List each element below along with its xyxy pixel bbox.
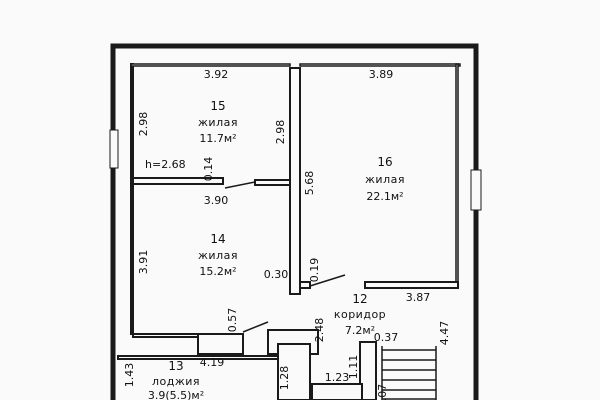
stairs (381, 346, 437, 400)
ceiling-height-label: h=2.68 (145, 158, 186, 171)
dimension-label: 1.23 (325, 371, 350, 384)
room-12-number: 12 (352, 292, 367, 306)
room-12-type: коридор (334, 308, 386, 321)
room-14-area: 15.2м² (199, 265, 236, 278)
room-15-number: 15 (210, 99, 225, 113)
dimension-label: 1.43 (123, 363, 136, 388)
outer-walls (110, 43, 479, 400)
dimension-label: 3.89 (369, 68, 394, 81)
room-13-area: 3.9(5.5)м² (148, 389, 204, 400)
door-swings (224, 181, 346, 333)
dimension-label: 0.07 (376, 384, 389, 400)
room-12-area: 7.2м² (345, 324, 375, 337)
dimension-label: 1.11 (347, 355, 360, 380)
dimension-label: 2.98 (137, 112, 150, 137)
dimension-label: 5.68 (303, 171, 316, 196)
windows (109, 129, 482, 211)
dimension-label: 2.48 (313, 318, 326, 343)
dimension-label: 0.19 (308, 258, 321, 283)
dimension-label: 3.90 (204, 194, 229, 207)
room-16-number: 16 (377, 155, 392, 169)
room-14-type: жилая (198, 249, 238, 262)
dimension-label: 3.91 (137, 250, 150, 275)
room-14-number: 14 (210, 232, 225, 246)
inner-walls (117, 63, 461, 400)
room-16-type: жилая (365, 173, 405, 186)
room-16-area: 22.1м² (366, 190, 403, 203)
dimension-label: 0.30 (264, 268, 289, 281)
room-15-type: жилая (198, 116, 238, 129)
dimension-label: 0.57 (226, 308, 239, 333)
room-13-number: 13 (168, 359, 183, 373)
dimension-label: 4.47 (438, 321, 451, 346)
dimension-label: 0.14 (202, 157, 215, 182)
dimension-label: 0.37 (374, 331, 399, 344)
room-15-area: 11.7м² (199, 132, 236, 145)
room-13-type: лоджия (152, 375, 200, 388)
dimension-label: 2.98 (274, 120, 287, 145)
dimension-label: 1.28 (278, 366, 291, 391)
dimension-label: 4.19 (200, 356, 225, 369)
dimension-label: 3.87 (406, 291, 431, 304)
dimension-label: 3.92 (204, 68, 229, 81)
